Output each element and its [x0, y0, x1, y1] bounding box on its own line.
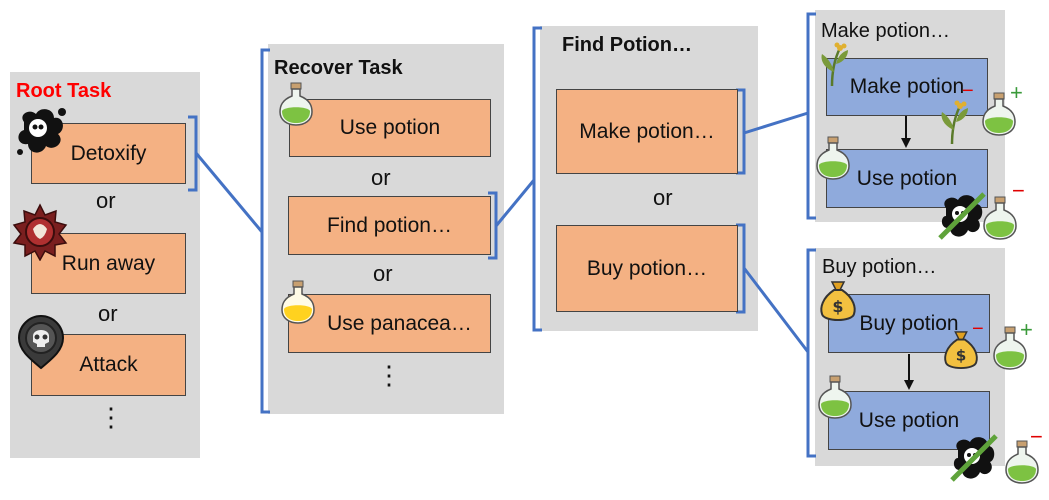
task-use-potion-label: Use potion [339, 116, 441, 139]
buy-potion-title: Buy potion… [822, 256, 937, 278]
action-use-potion-buy[interactable]: Use potion [828, 391, 990, 450]
svg-text:$: $ [832, 297, 843, 316]
action-use-potion-make[interactable]: Use potion [826, 149, 988, 208]
task-make-potion-composite-label: Make potion… [579, 119, 715, 143]
root-task-title: Root Task [16, 80, 112, 102]
green-potion-icon [279, 82, 313, 126]
make-potion-title: Make potion… [821, 20, 950, 42]
action-use-potion-make-label: Use potion [856, 166, 958, 190]
action-buy-potion[interactable]: Buy potion [828, 294, 990, 353]
or-separator: or [653, 185, 673, 210]
herb-icon [941, 100, 968, 144]
minus-sign: − [972, 318, 984, 340]
task-run-away-label: Run away [61, 251, 156, 275]
task-use-panacea-label: Use panacea… [327, 311, 472, 335]
task-find-potion[interactable]: Find potion… [288, 196, 491, 255]
green-potion-icon [982, 92, 1016, 136]
task-use-potion[interactable]: Use potion [289, 99, 491, 157]
herb-icon [821, 42, 848, 86]
task-buy-potion-composite-label: Buy potion… [586, 256, 708, 280]
action-buy-potion-label: Buy potion [859, 311, 959, 335]
action-use-potion-buy-label: Use potion [858, 408, 960, 432]
task-use-panacea[interactable]: Use panacea… [288, 294, 491, 353]
task-find-potion-label: Find potion… [327, 213, 452, 237]
or-separator: or [96, 188, 116, 213]
minus-sign: − [962, 80, 974, 102]
money-bag-icon: $ [944, 331, 978, 369]
more-ellipsis: ⋮ [98, 402, 124, 432]
svg-text:$: $ [956, 346, 967, 364]
green-potion-icon [818, 375, 852, 419]
task-buy-potion-composite[interactable]: Buy potion… [556, 225, 738, 312]
minus-sign: − [1030, 424, 1043, 449]
enemy-emblem-icon [12, 203, 68, 261]
or-separator: or [371, 165, 391, 190]
skull-icon [17, 314, 65, 370]
or-separator: or [373, 261, 393, 286]
green-potion-icon [816, 136, 850, 180]
or-separator: or [98, 301, 118, 326]
task-detoxify-label: Detoxify [70, 141, 147, 165]
more-ellipsis: ⋮ [376, 360, 402, 390]
plus-sign: + [1010, 80, 1023, 105]
action-make-potion-label: Make potion [849, 75, 965, 98]
task-attack-label: Attack [79, 353, 138, 376]
plus-sign: + [1020, 317, 1033, 342]
green-potion-icon [993, 326, 1027, 370]
find-potion-title: Find Potion… [562, 34, 692, 56]
recover-task-title: Recover Task [274, 57, 403, 79]
money-bag-icon: $ [820, 281, 856, 321]
poison-cured-icon [938, 192, 986, 240]
poison-cured-icon [950, 434, 998, 482]
panacea-potion-icon [281, 280, 315, 324]
green-potion-icon [1005, 440, 1039, 484]
minus-sign: − [1012, 178, 1025, 203]
poison-icon [17, 108, 66, 155]
task-make-potion-composite[interactable]: Make potion… [556, 89, 738, 174]
green-potion-icon [983, 196, 1017, 240]
